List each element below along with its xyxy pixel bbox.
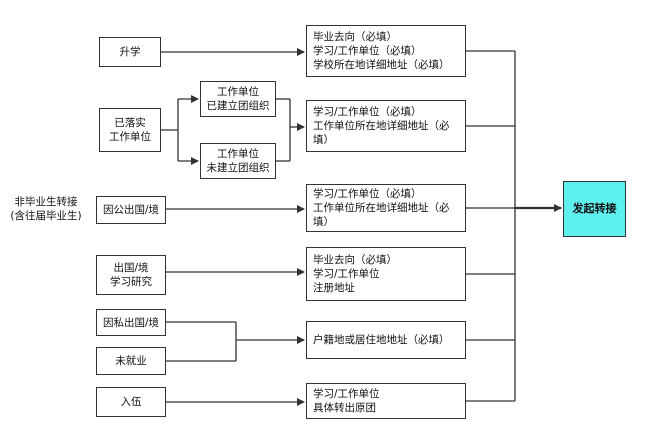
category-yiluoshi: 已落实 工作单位 xyxy=(99,108,161,152)
category-chuguo: 出国/境 学习研究 xyxy=(96,255,166,295)
requirement-r6: 学习/工作单位 具体转出原团 xyxy=(306,383,466,419)
requirement-r3-line1: 学习/工作单位（必填） xyxy=(313,188,422,200)
category-shengxue-label: 升学 xyxy=(119,46,141,58)
requirement-r4-line1: 毕业去向（必填） xyxy=(313,254,397,266)
final-label: 发起转接 xyxy=(572,202,617,215)
category-yiluoshi-line2: 工作单位 xyxy=(109,131,151,143)
requirement-r6-line1: 学习/工作单位 xyxy=(313,388,380,400)
start-label-line2: (含往届毕业生) xyxy=(10,210,82,222)
requirement-r1-line2: 学习/工作单位（必填） xyxy=(313,45,422,57)
sub-weijian-line2: 未建立团组织 xyxy=(206,162,270,174)
final-initiate-transfer: 发起转接 xyxy=(563,181,626,237)
category-yinsi: 因私出国/境 xyxy=(96,309,166,336)
requirement-r1: 毕业去向（必填） 学习/工作单位（必填） 学校所在地详细地址（必填） xyxy=(306,25,466,77)
category-weijiuye: 未就业 xyxy=(96,347,166,375)
sub-jianli-line1: 工作单位 xyxy=(217,86,259,98)
sub-weijian: 工作单位 未建立团组织 xyxy=(200,143,276,179)
requirement-r5: 户籍地或居住地地址（必填） xyxy=(306,321,466,359)
category-chuguo-line2: 学习研究 xyxy=(110,276,152,288)
category-gongpai: 因公出国/境 xyxy=(96,196,166,224)
sub-weijian-line1: 工作单位 xyxy=(217,148,259,160)
requirement-r5-line1: 户籍地或居住地地址（必填） xyxy=(313,334,450,346)
sub-jianli: 工作单位 已建立团组织 xyxy=(200,81,276,117)
category-ruwu: 入伍 xyxy=(96,387,166,417)
requirement-r2-line1: 学习/工作单位（必填） xyxy=(313,106,422,118)
category-yiluoshi-line1: 已落实 xyxy=(114,117,146,129)
requirement-r4: 毕业去向（必填） 学习/工作单位 注册地址 xyxy=(306,247,466,301)
requirement-r4-line2: 学习/工作单位 xyxy=(313,268,380,280)
requirement-r2-line2: 工作单位所在地详细地址（必填） xyxy=(313,120,450,146)
requirement-r1-line1: 毕业去向（必填） xyxy=(313,31,397,43)
requirement-r6-line2: 具体转出原团 xyxy=(313,402,376,414)
requirement-r2: 学习/工作单位（必填） 工作单位所在地详细地址（必填） xyxy=(306,100,466,152)
sub-jianli-line2: 已建立团组织 xyxy=(206,100,270,112)
requirement-r1-line3: 学校所在地详细地址（必填） xyxy=(313,59,450,71)
category-gongpai-label: 因公出国/境 xyxy=(102,204,160,216)
start-label: 非毕业生转接 (含往届毕业生) xyxy=(4,195,88,223)
start-label-line1: 非毕业生转接 xyxy=(14,196,78,208)
requirement-r3-line2: 工作单位所在地详细地址（必填） xyxy=(313,202,450,228)
requirement-r3: 学习/工作单位（必填） 工作单位所在地详细地址（必填） xyxy=(306,184,466,232)
category-yinsi-label: 因私出国/境 xyxy=(102,316,160,329)
category-ruwu-label: 入伍 xyxy=(120,396,142,408)
requirement-r4-line3: 注册地址 xyxy=(313,282,355,294)
category-chuguo-line1: 出国/境 xyxy=(113,262,149,274)
category-weijiuye-label: 未就业 xyxy=(115,355,147,367)
category-shengxue: 升学 xyxy=(99,37,161,67)
